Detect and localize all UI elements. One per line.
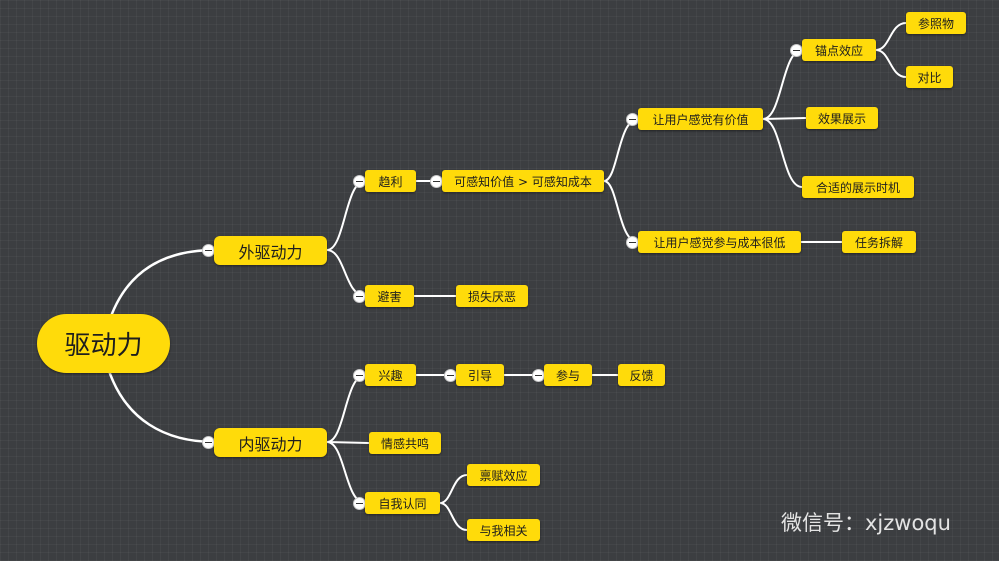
- node-show-timing[interactable]: 合适的展示时机: [802, 176, 914, 198]
- node-feel-value[interactable]: 让用户感觉有价值: [638, 108, 763, 130]
- edge-anchor-contrast: [875, 49, 907, 78]
- node-internal-drive[interactable]: 内驱动力: [214, 428, 327, 457]
- node-self-identity[interactable]: 自我认同: [365, 492, 440, 514]
- watermark-wechat-id: 微信号：xjzwoqu: [781, 511, 951, 535]
- edge-internal-interest: [326, 374, 366, 443]
- node-endowment-effect[interactable]: 禀赋效应: [467, 464, 540, 486]
- node-feel-cost[interactable]: 让用户感觉参与成本很低: [638, 231, 801, 253]
- edge-feelvalue-anchor: [762, 49, 803, 120]
- node-avoid-harm[interactable]: 避害: [365, 285, 414, 307]
- root-node-drive[interactable]: 驱动力: [37, 314, 170, 373]
- edge-identity-relevance: [439, 502, 468, 531]
- node-pursue-benefit[interactable]: 趋利: [365, 170, 416, 192]
- node-anchor-effect[interactable]: 锚点效应: [802, 39, 876, 61]
- edge-value-feelcost: [603, 180, 639, 243]
- edge-internal-identity: [326, 441, 366, 504]
- collapse-toggle-feel-cost[interactable]: [626, 236, 639, 249]
- node-value-vs-cost[interactable]: 可感知价值 > 可感知成本: [442, 170, 604, 192]
- edge-root-internal: [106, 367, 216, 444]
- node-task-split[interactable]: 任务拆解: [842, 231, 916, 253]
- node-loss-aversion[interactable]: 损失厌恶: [456, 285, 528, 307]
- edge-feelvalue-timing: [762, 118, 803, 188]
- node-reference[interactable]: 参照物: [906, 12, 966, 34]
- node-guide[interactable]: 引导: [456, 364, 504, 386]
- node-contrast[interactable]: 对比: [906, 66, 953, 88]
- edge-anchor-reference: [875, 22, 907, 51]
- edge-root-external: [106, 248, 216, 326]
- edge-external-pursue: [326, 180, 366, 251]
- edge-internal-empathy: [326, 441, 370, 444]
- node-participate[interactable]: 参与: [544, 364, 592, 386]
- node-empathy[interactable]: 情感共鸣: [369, 432, 441, 454]
- node-effect-show[interactable]: 效果展示: [806, 107, 878, 129]
- collapse-toggle-value-cost[interactable]: [430, 175, 443, 188]
- edge-identity-endowment: [439, 474, 468, 504]
- node-external-drive[interactable]: 外驱动力: [214, 236, 327, 265]
- edge-feelvalue-effect: [762, 117, 807, 120]
- edge-value-feelvalue: [603, 118, 639, 182]
- node-feedback[interactable]: 反馈: [618, 364, 665, 386]
- node-interest[interactable]: 兴趣: [365, 364, 416, 386]
- node-relevant-to-me[interactable]: 与我相关: [467, 519, 540, 541]
